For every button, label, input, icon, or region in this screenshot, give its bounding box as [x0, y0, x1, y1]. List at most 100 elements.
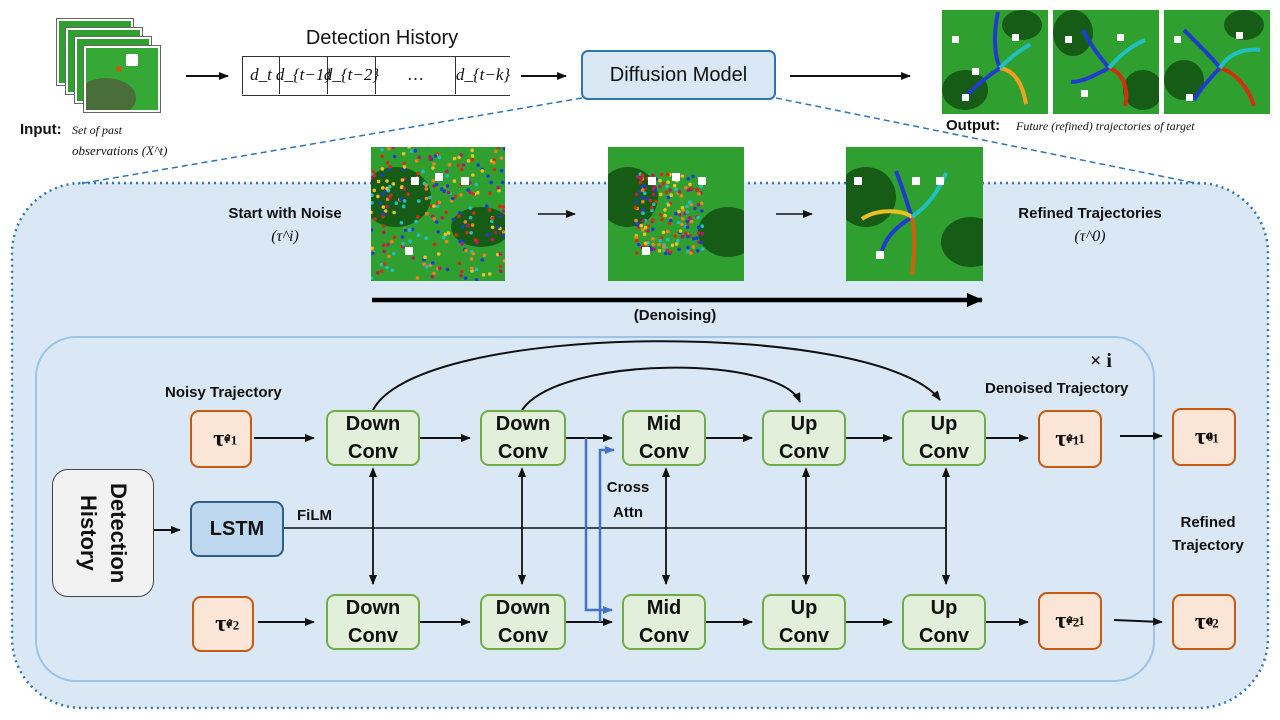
noise-dot [466, 159, 471, 163]
noise-dot [665, 237, 670, 242]
noise-dot [474, 182, 479, 187]
noise-dot [375, 271, 380, 275]
refined-symbol: (τ^0) [1074, 228, 1106, 245]
network-panel [35, 336, 1155, 682]
input-label: Input: [20, 121, 62, 138]
noise-dot [661, 230, 666, 235]
noise-dot [664, 190, 669, 195]
noise-dot [700, 201, 704, 206]
noise-dot [686, 234, 690, 239]
noise-dot [695, 249, 700, 253]
noise-dot [371, 210, 373, 215]
noise-dot [697, 191, 701, 196]
noise-dot [658, 238, 662, 243]
start-noise-symbol: (τ^i) [271, 228, 299, 245]
noise-dot [640, 196, 645, 200]
noise-dot [436, 252, 441, 256]
agent1-up-conv-2: Up Conv [902, 410, 986, 466]
noise-dot [487, 208, 492, 212]
noise-dot [436, 230, 440, 234]
noise-dot [445, 184, 450, 188]
noise-dot [680, 174, 685, 178]
noise-dot [678, 229, 683, 233]
noise-dot [696, 215, 700, 220]
noise-dot [401, 242, 405, 246]
noise-dot [406, 192, 410, 197]
noise-dot [388, 185, 392, 189]
noise-dot [639, 176, 643, 181]
noise-dot [690, 186, 694, 191]
noise-dot [463, 220, 468, 224]
noise-dot [410, 227, 415, 232]
noise-dot [688, 182, 692, 187]
noise-dot [435, 204, 440, 209]
noise-dot [459, 153, 464, 157]
agent2-down-conv-2: Down Conv [480, 594, 566, 650]
noise-dot [468, 215, 473, 220]
noise-dot [691, 245, 696, 249]
noise-dot [400, 178, 405, 182]
noise-dot [432, 271, 436, 276]
noise-dot [385, 265, 389, 270]
noise-dot [476, 163, 480, 167]
noise-dot [634, 192, 639, 197]
noise-dot [371, 172, 374, 177]
noise-dot [652, 247, 656, 251]
noise-dot [399, 197, 403, 202]
noise-dot [654, 199, 658, 204]
noise-dot [446, 231, 451, 235]
noise-dot [386, 242, 390, 247]
noise-dot [452, 156, 457, 161]
noise-dot [641, 211, 645, 215]
noise-dot [444, 210, 448, 215]
noise-dot [381, 214, 385, 219]
noise-dot [699, 184, 703, 189]
noise-dot [456, 163, 461, 167]
noise-dot [382, 249, 387, 254]
noise-dot [666, 180, 670, 184]
noise-dot [383, 209, 388, 213]
noise-dot [669, 193, 673, 197]
noise-dot [438, 266, 442, 270]
noise-dot [373, 217, 377, 221]
noise-dot [437, 200, 442, 205]
noise-dot [424, 236, 428, 240]
skip-connection-inner [521, 366, 801, 411]
noise-dot [414, 159, 419, 163]
noise-dot [680, 206, 685, 210]
noise-dot [651, 218, 655, 222]
noise-dot [641, 219, 645, 223]
noise-dot [459, 167, 464, 172]
noise-dot [634, 218, 638, 223]
noise-dot [662, 244, 666, 249]
noise-dot [432, 242, 437, 246]
noise-dot [490, 225, 495, 230]
noise-dot [402, 186, 407, 191]
noise-dot [461, 224, 465, 229]
cross-attn-arrow-up [584, 438, 613, 614]
noise-dot [680, 222, 684, 227]
noise-dot [457, 211, 462, 215]
noise-dot [685, 210, 689, 214]
noise-dot [431, 166, 435, 170]
noise-dot [402, 161, 406, 166]
noise-dot [469, 266, 474, 271]
noise-dot [497, 214, 502, 218]
landmark-marker [648, 177, 656, 185]
detection-history-text: Detection History [76, 482, 131, 584]
noise-dot [651, 192, 656, 197]
noise-dot [646, 229, 650, 233]
noise-dot [380, 148, 384, 152]
noise-dot [381, 205, 386, 209]
noise-dot [669, 218, 673, 223]
noise-dot [431, 178, 436, 183]
noise-dot [491, 160, 496, 165]
cross-attn-arrow-down [598, 446, 615, 622]
noise-dot [497, 188, 501, 193]
noise-dot [499, 169, 504, 173]
noise-dot [430, 274, 435, 279]
noise-dot [399, 185, 404, 190]
noise-dot [380, 167, 385, 171]
noise-dot [394, 201, 399, 205]
